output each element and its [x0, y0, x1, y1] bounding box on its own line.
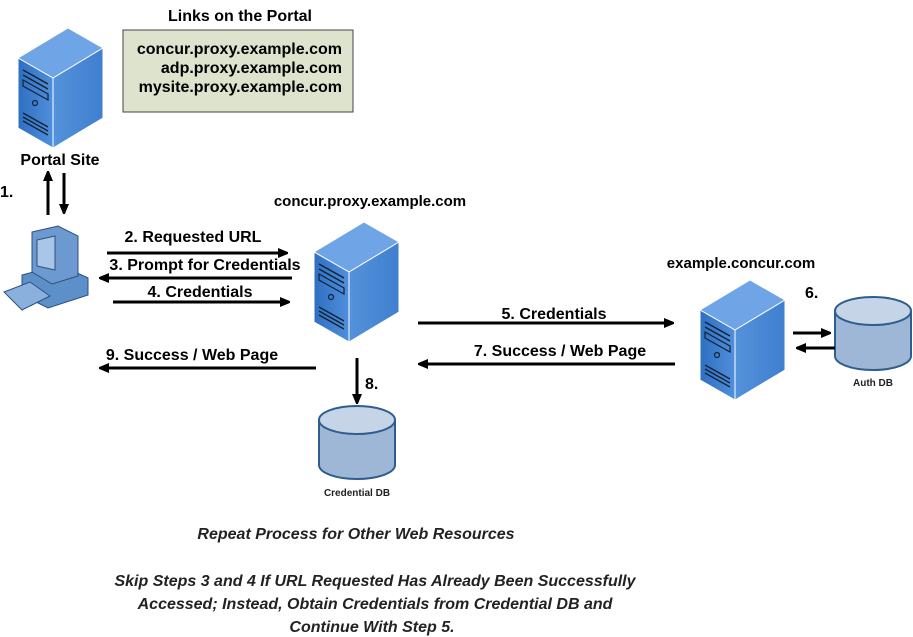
credential-db-label: Credential DB: [324, 488, 390, 499]
step5-label: 5. Credentials: [502, 306, 607, 323]
skip-note-line: Skip Steps 3 and 4 If URL Requested Has …: [114, 573, 636, 590]
step6-label: 6.: [805, 285, 818, 302]
portal-link[interactable]: mysite.proxy.example.com: [139, 79, 342, 96]
portal-link[interactable]: concur.proxy.example.com: [137, 41, 342, 58]
links-box-title: Links on the Portal: [168, 8, 312, 25]
step2-label: 2. Requested URL: [125, 229, 262, 246]
proxy-host-label: concur.proxy.example.com: [274, 193, 466, 210]
portal-link[interactable]: adp.proxy.example.com: [161, 60, 342, 77]
portal-server-icon: [17, 27, 104, 149]
portal-site-label: Portal Site: [20, 152, 99, 169]
credential-db-icon: [318, 405, 396, 480]
skip-note-line: Accessed; Instead, Obtain Credentials fr…: [137, 596, 614, 613]
skip-note-line: Continue With Step 5.: [289, 619, 454, 636]
concur-host-label: example.concur.com: [667, 255, 815, 272]
step4-label: 4. Credentials: [148, 284, 253, 301]
auth-db-label: Auth DB: [853, 378, 893, 389]
proxy-server-icon: [313, 221, 400, 343]
links-box: [122, 29, 354, 113]
repeat-note: Repeat Process for Other Web Resources: [197, 526, 514, 543]
workstation-icon: [3, 225, 89, 311]
step1-label: 1.: [0, 184, 13, 201]
auth-db-icon: [834, 296, 912, 371]
step9-label: 9. Success / Web Page: [106, 347, 278, 364]
step3-label: 3. Prompt for Credentials: [109, 257, 300, 274]
concur-server-icon: [699, 279, 786, 401]
step8-label: 8.: [365, 376, 378, 393]
step7-label: 7. Success / Web Page: [474, 343, 646, 360]
